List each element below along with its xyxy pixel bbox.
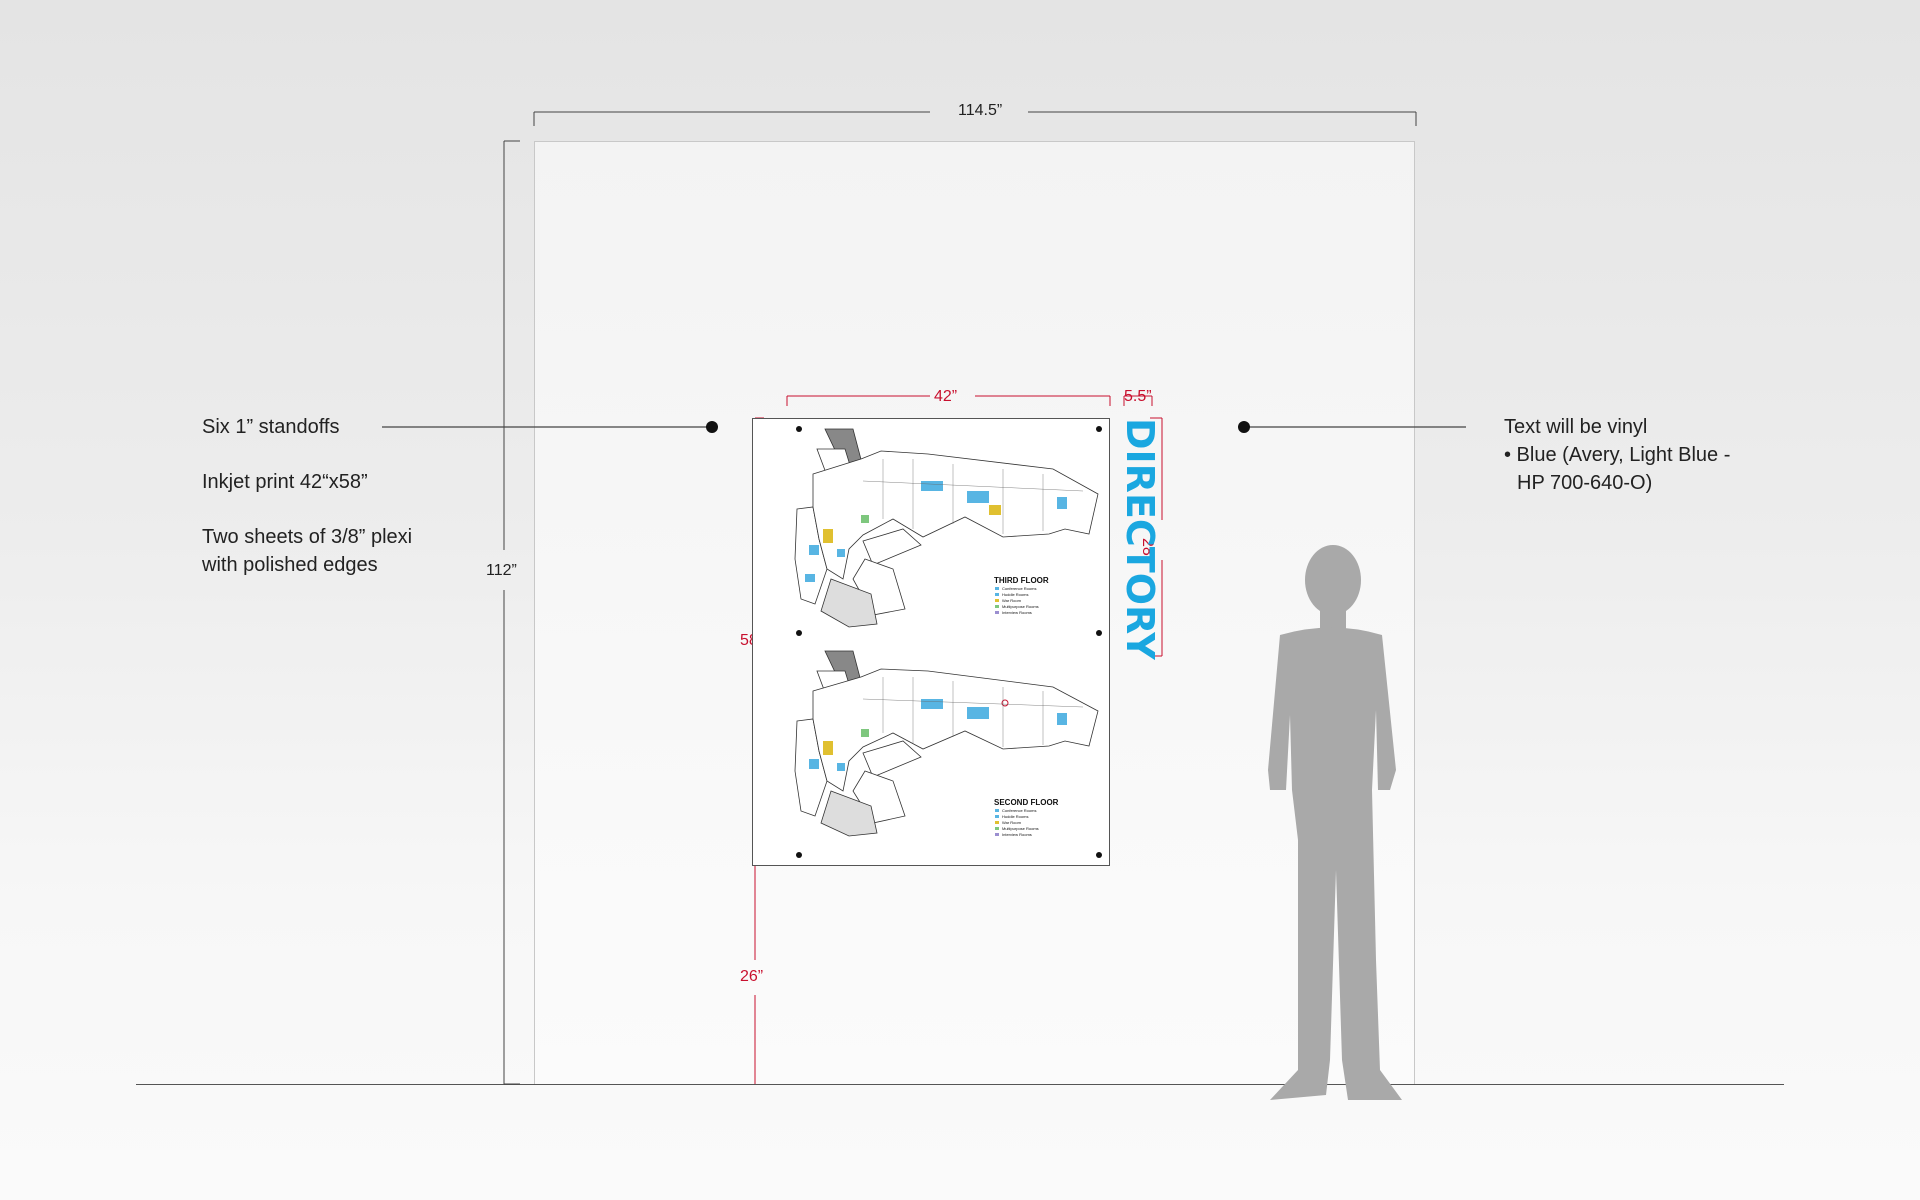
note-standoffs: Six 1” standoffs (202, 416, 340, 438)
vinyl-width-label: 5.5” (1124, 388, 1152, 405)
legend-item: Multipurpose Rooms (1002, 826, 1039, 831)
legend-item: Multipurpose Rooms (1002, 604, 1039, 609)
panel-width-label: 42” (934, 388, 958, 405)
third-floor-title: THIRD FLOOR (994, 576, 1049, 585)
directory-vinyl: DIRECTORY (1118, 418, 1162, 660)
legend-item: War Room (1002, 820, 1021, 825)
legend-swatches-second (995, 809, 999, 836)
legend-item: Huddle Rooms (1002, 814, 1029, 819)
person-silhouette-icon (1268, 545, 1402, 1100)
note-plexi-line2: with polished edges (202, 554, 378, 576)
wall-width-label: 114.5” (958, 102, 1003, 119)
legend-item: War Room (1002, 598, 1021, 603)
wall-height-label: 112” (486, 562, 517, 579)
note-vinyl-color: • Blue (Avery, Light Blue - (1504, 444, 1731, 466)
legend-item: Huddle Rooms (1002, 592, 1029, 597)
note-vinyl-code: HP 700-640-O) (1517, 472, 1653, 494)
directory-panel: THIRD FLOOR Conference Rooms Huddle Room… (752, 418, 1110, 866)
third-floor-plan (794, 428, 1099, 628)
floor-gap-label: 26” (740, 968, 764, 985)
second-floor-plan (794, 650, 1099, 837)
note-print: Inkjet print 42“x58” (202, 471, 368, 493)
legend-item: Interview Rooms (1002, 610, 1032, 615)
floor-line (136, 1084, 1784, 1085)
legend-item: Interview Rooms (1002, 832, 1032, 837)
directory-text: DIRECTORY (1118, 418, 1162, 660)
note-plexi-line1: Two sheets of 3/8” plexi (202, 526, 413, 548)
note-vinyl: Text will be vinyl (1504, 416, 1648, 438)
legend-item: Conference Rooms (1002, 808, 1037, 813)
floor-plans (794, 426, 1102, 858)
legend-swatches-third (995, 587, 999, 614)
second-floor-title: SECOND FLOOR (994, 798, 1059, 807)
legend-item: Conference Rooms (1002, 586, 1037, 591)
